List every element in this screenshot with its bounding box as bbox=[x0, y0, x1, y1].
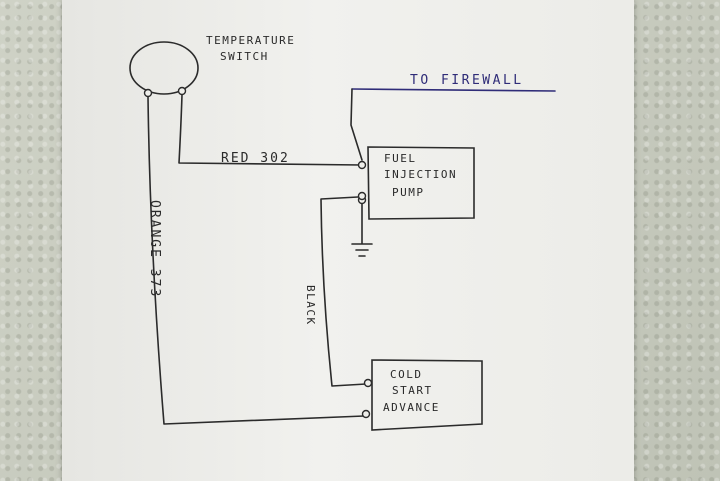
fuel-pump-label-line2: INJECTION bbox=[384, 168, 457, 181]
firewall-wire bbox=[351, 88, 556, 92]
temperature-switch-label-line2: SWITCH bbox=[220, 50, 269, 63]
cold-start-label-line1: COLD bbox=[390, 368, 423, 381]
red-302-label: RED 302 bbox=[221, 151, 290, 166]
cold-start-terminal-top bbox=[363, 378, 373, 388]
fuel-pump-label-line3: PUMP bbox=[392, 186, 425, 199]
fuel-pump-label-line1: FUEL bbox=[384, 152, 417, 165]
temperature-switch-label-line1: TEMPERATURE bbox=[206, 34, 295, 47]
temperature-switch-terminal-left bbox=[143, 88, 153, 98]
black-wire bbox=[320, 196, 367, 387]
firewall-drop-wire bbox=[350, 88, 363, 161]
cold-start-advance-box bbox=[371, 359, 483, 431]
cold-start-label-line2: START bbox=[392, 384, 433, 397]
orange-373-label: ORANGE 373 bbox=[147, 200, 162, 298]
paper-sheet bbox=[62, 0, 634, 481]
cold-start-terminal-bottom bbox=[361, 409, 371, 419]
ground-symbol bbox=[351, 203, 373, 257]
pump-terminal-black bbox=[357, 191, 367, 201]
cold-start-label-line3: ADVANCE bbox=[383, 401, 440, 414]
fuel-injection-pump-box bbox=[367, 146, 475, 220]
temperature-switch-body bbox=[129, 41, 199, 95]
orange-373-wire bbox=[147, 96, 365, 425]
black-wire-label: BLACK bbox=[304, 285, 317, 326]
to-firewall-label: TO FIREWALL bbox=[410, 73, 524, 88]
pump-terminal-top bbox=[357, 160, 367, 170]
red-302-wire bbox=[178, 94, 363, 166]
temperature-switch-terminal-right bbox=[177, 86, 187, 96]
